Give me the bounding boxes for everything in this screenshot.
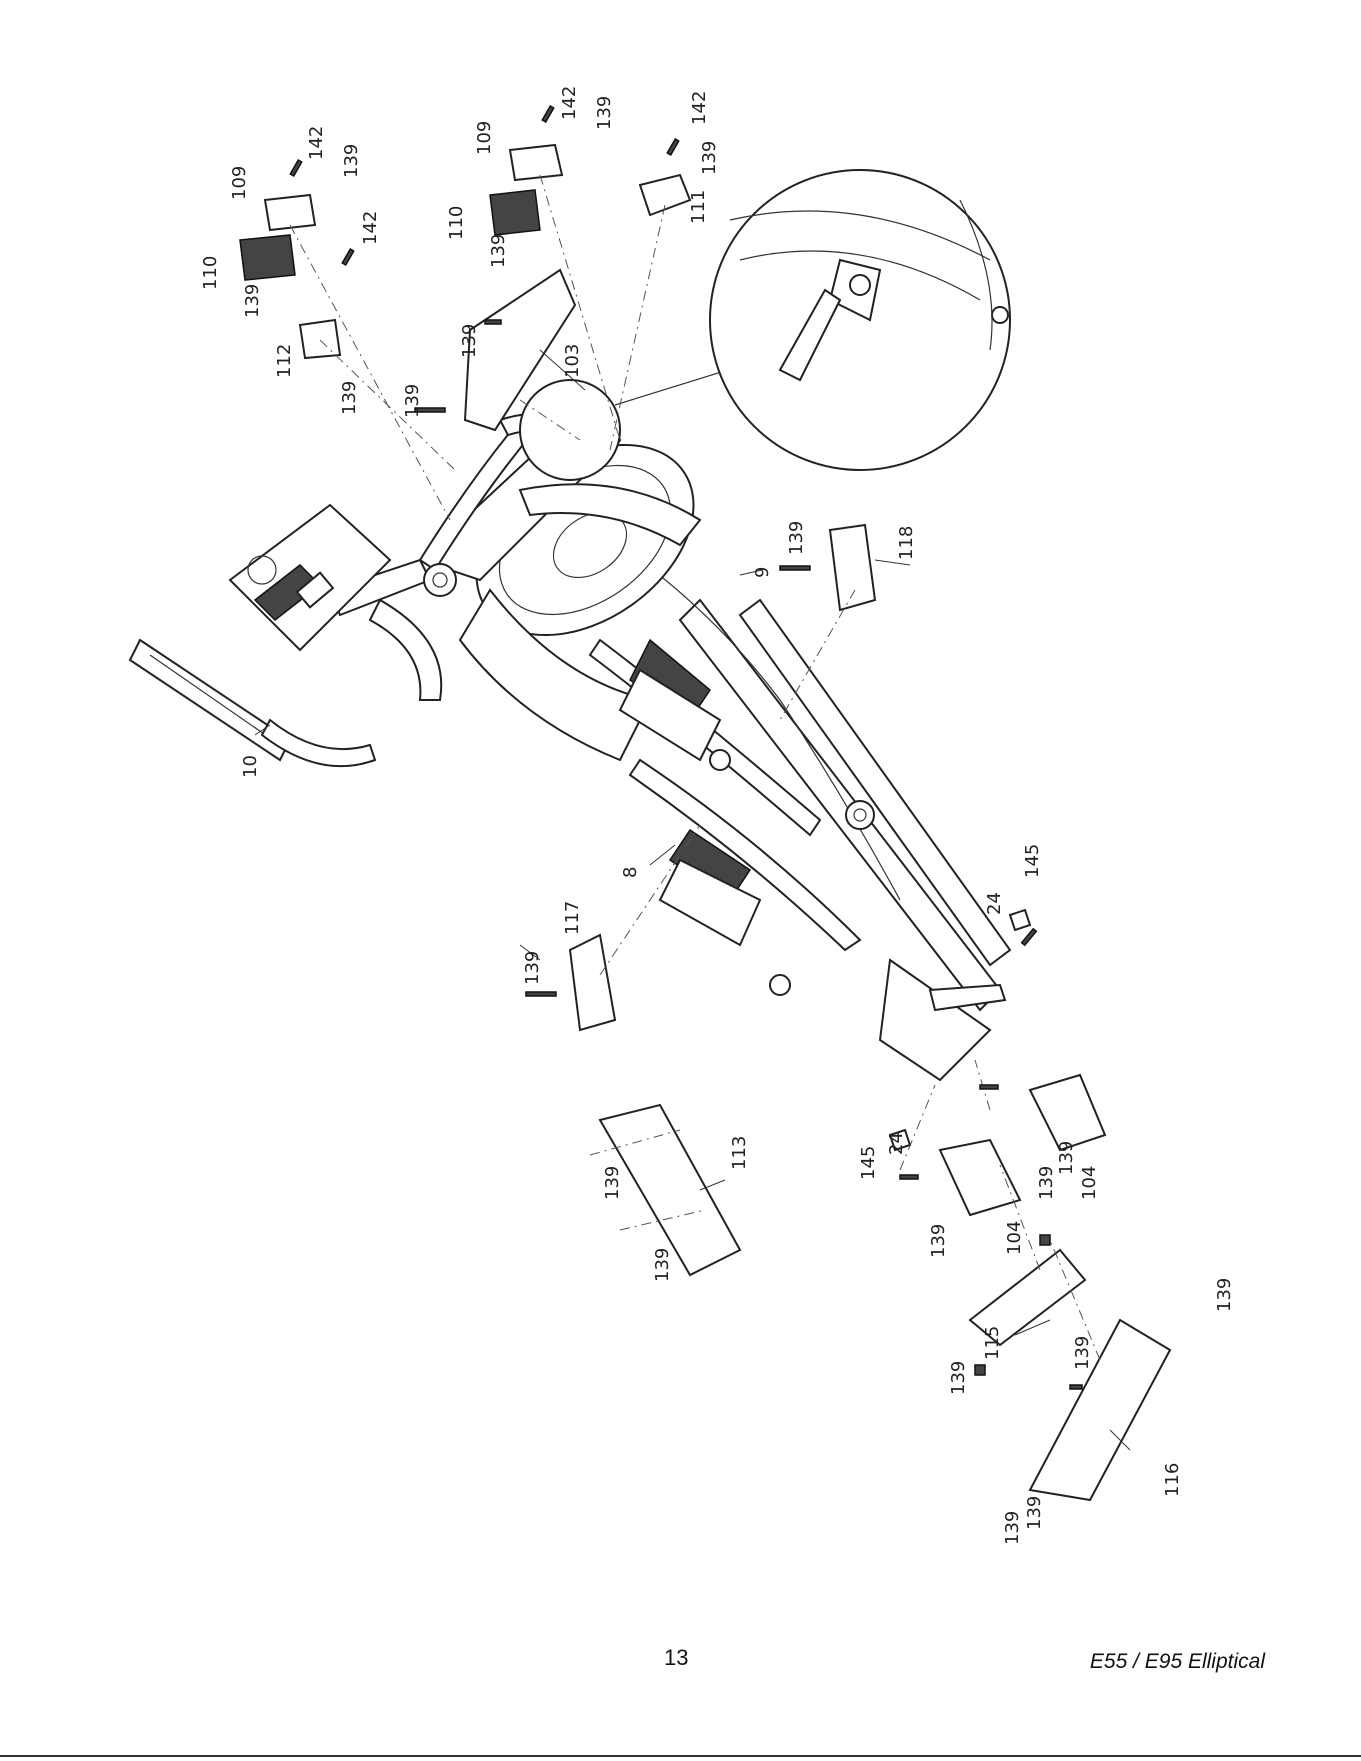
callout-139-l: 139: [652, 1248, 673, 1282]
part-112-bracket: [300, 320, 340, 358]
callout-139-g: 139: [459, 324, 480, 358]
callout-115: 115: [982, 1326, 1003, 1360]
part-110-cover-right: [490, 190, 540, 235]
callout-10: 10: [240, 755, 261, 778]
callout-24-lower: 24: [886, 1132, 907, 1155]
callout-109-right: 109: [474, 121, 495, 155]
callout-113: 113: [729, 1136, 750, 1170]
footer-model-title: E55 / E95 Elliptical: [1090, 1650, 1265, 1674]
callout-142-a: 142: [306, 126, 327, 160]
callout-139-h: 139: [402, 384, 423, 418]
callout-139-k: 139: [602, 1166, 623, 1200]
callout-139-a: 139: [341, 144, 362, 178]
callout-139-s: 139: [1024, 1496, 1045, 1530]
callout-8: 8: [620, 867, 641, 878]
callout-110-left: 110: [200, 256, 221, 290]
callout-145-lower: 145: [858, 1146, 879, 1180]
callout-139-p: 139: [948, 1361, 969, 1395]
page-number: 13: [664, 1645, 688, 1671]
part-24-clip-a: [1010, 910, 1030, 930]
part-104-wheel-right: [1030, 1075, 1105, 1150]
part-116-rear-cover: [1030, 1320, 1170, 1500]
callout-139-o: 139: [1056, 1141, 1077, 1175]
detail-magnifier: [520, 170, 1010, 480]
callout-139-n: 139: [1036, 1166, 1057, 1200]
callout-139-i: 139: [786, 521, 807, 555]
callout-139-r: 139: [1214, 1278, 1235, 1312]
callout-109-left: 109: [229, 166, 250, 200]
part-109-cover-right: [510, 145, 562, 180]
callout-118: 118: [896, 526, 917, 560]
part-109-cover-left: [265, 195, 315, 230]
callout-139-t: 139: [1002, 1511, 1023, 1545]
callout-139-d: 139: [242, 284, 263, 318]
callout-145-upper: 145: [1022, 844, 1043, 878]
callout-104-right: 104: [1079, 1166, 1100, 1200]
elliptical-main-frame: [330, 406, 1010, 1080]
callout-142-b: 142: [559, 86, 580, 120]
callout-139-b: 139: [594, 96, 615, 130]
part-118-cap: [830, 525, 875, 610]
callout-111: 111: [688, 190, 709, 224]
bottom-divider: [0, 1755, 1361, 1757]
callout-112: 112: [274, 344, 295, 378]
part-104-wheel-left: [940, 1140, 1020, 1215]
callout-139-q: 139: [1072, 1336, 1093, 1370]
console-assembly: [130, 505, 390, 766]
callout-142-c: 142: [360, 211, 381, 245]
callout-116: 116: [1162, 1463, 1183, 1497]
part-111-bracket: [640, 175, 690, 215]
callout-139-c: 139: [699, 141, 720, 175]
callout-139-m: 139: [928, 1224, 949, 1258]
callout-103: 103: [562, 344, 583, 378]
callout-117: 117: [562, 901, 583, 935]
callout-139-j: 139: [522, 951, 543, 985]
part-117-cap: [570, 935, 615, 1030]
callout-142-d: 142: [689, 91, 710, 125]
part-110-cover-left: [240, 235, 295, 280]
callout-139-f: 139: [339, 381, 360, 415]
callout-24-upper: 24: [984, 892, 1005, 915]
callout-9: 9: [752, 567, 773, 578]
callout-139-e: 139: [488, 234, 509, 268]
callout-104-left: 104: [1004, 1221, 1025, 1255]
callout-110-right: 110: [446, 206, 467, 240]
